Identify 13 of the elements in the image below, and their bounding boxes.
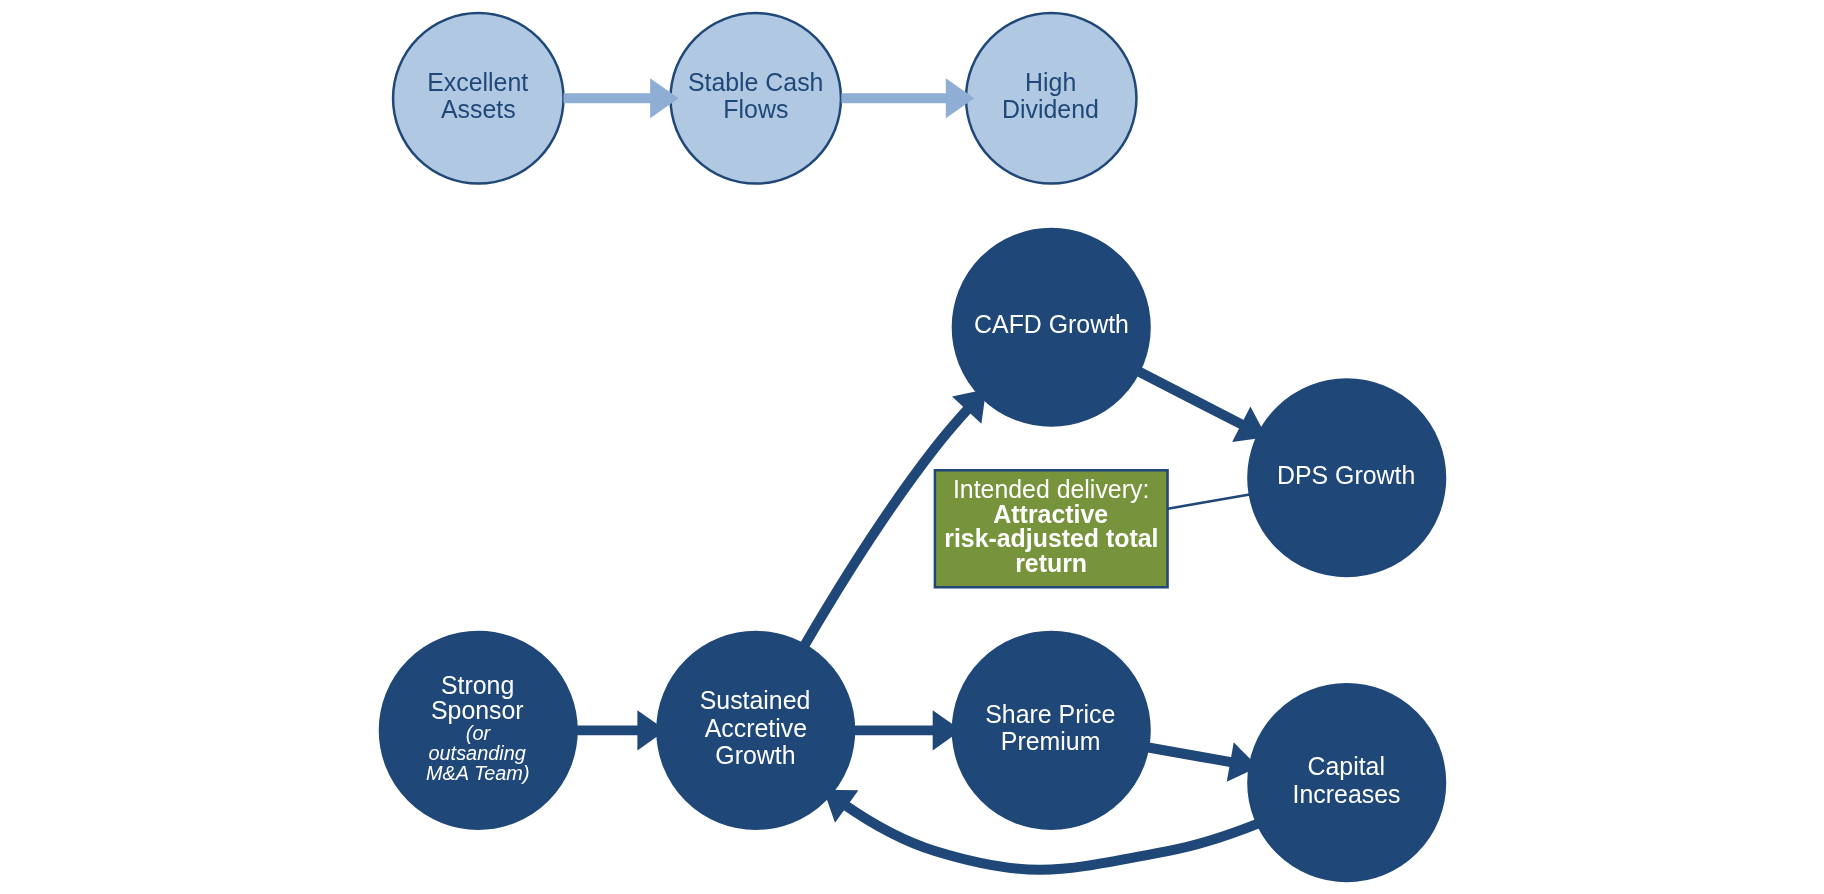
node-circle: Share Price Premium (951, 630, 1151, 830)
arrow (799, 389, 986, 648)
node-circle: High Dividend (964, 11, 1138, 185)
connector (1167, 493, 1250, 510)
node-circle: Stable Cash Flows (668, 11, 842, 185)
arrow (563, 78, 679, 119)
node-circle: Sustained Accretive Growth (655, 630, 855, 830)
node-circle: Capital Increases (1246, 683, 1446, 883)
node-circle: Excellent Assets (391, 11, 565, 185)
node-circle: Strong Sponsor (or outsanding M&A Team) (378, 630, 578, 830)
arrow (840, 78, 974, 119)
node-box: Intended delivery: Attractive risk-adjusted total return (933, 469, 1169, 589)
node-circle: DPS Growth (1246, 378, 1446, 578)
